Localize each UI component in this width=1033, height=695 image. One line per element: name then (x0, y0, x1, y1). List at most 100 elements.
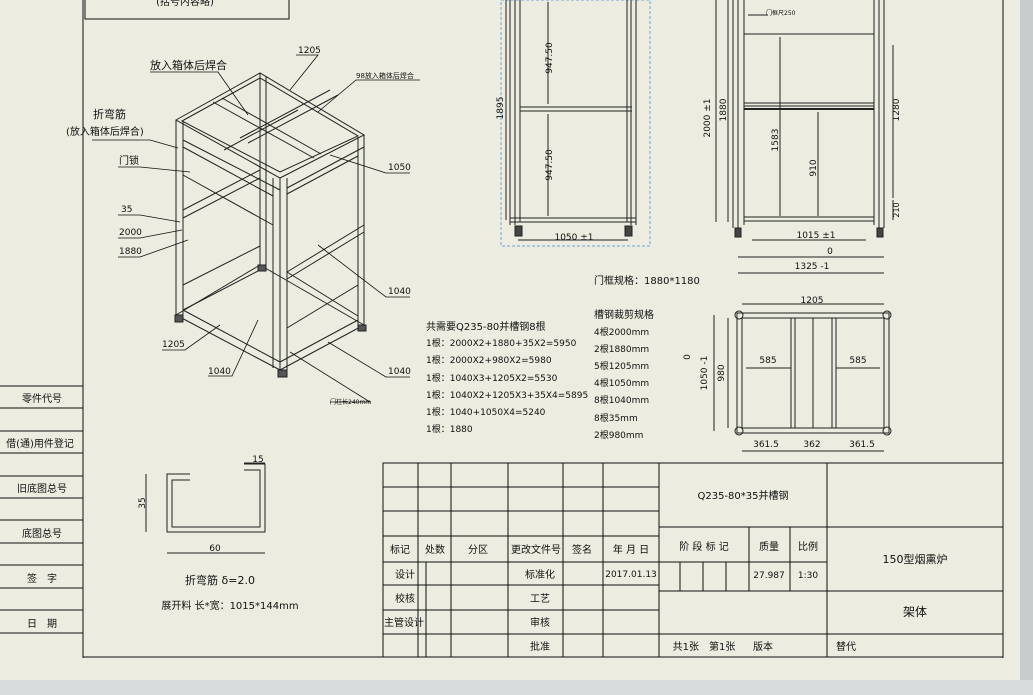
tb-stage: 阶 段 标 记 (679, 540, 729, 553)
side-dim-2000: 2000 ±1 (703, 98, 713, 137)
side-dim-1015: 1015 ±1 (796, 231, 835, 241)
cutlist-line-5: 8根1040mm (594, 394, 649, 406)
cutlist-line-1: 4根2000mm (594, 326, 649, 338)
front-dim-1050: 1050 ±1 (554, 233, 593, 243)
tb-h-sign: 签名 (572, 543, 592, 556)
tb-r-process: 工艺 (530, 593, 550, 605)
isometric-frame (174, 72, 367, 378)
front-dim-947-b: 947.50 (545, 149, 555, 181)
strip-borrow: 借(通)用件登记 (6, 437, 74, 450)
profile-dim-35: 35 (138, 497, 148, 508)
strip-old-base: 旧底图总号 (17, 482, 67, 495)
tb-weight-h: 质量 (759, 541, 779, 553)
iso-label-weld-top: 放入箱体后焊合 (150, 58, 227, 72)
tb-scale-h: 比例 (798, 540, 818, 553)
top-note-box: (括号内容略) (84, 0, 290, 20)
tb-sheets: 共1张 第1张 (673, 640, 736, 653)
top-dim-585-b: 585 (849, 356, 866, 366)
top-dim-361-b: 361.5 (849, 440, 875, 450)
iso-label-1040-c: 1040 (388, 367, 411, 377)
bent-profile: 15 35 60 折弯筋 δ=2.0 展开料 长*宽：1015*144mm (138, 455, 299, 612)
top-dim-0: 0 (683, 354, 693, 360)
iso-label-bend: 折弯筋 (93, 107, 126, 121)
tb-h-mark: 标记 (390, 544, 410, 556)
tb-h-zone: 分区 (468, 544, 488, 556)
iso-leaders (92, 54, 420, 403)
materials-title: 共需要Q235-80并槽钢8根 (426, 320, 546, 333)
side-dim-210: 210 (892, 202, 901, 217)
side-note-top: 门框尺250 (766, 9, 796, 17)
iso-label-1040-b: 1040 (208, 367, 231, 377)
side-dim-1280: 1280 (892, 98, 902, 121)
materials-line-1: 1根：2000X2+1880+35X2=5950 (426, 337, 577, 349)
tb-r-approve: 批准 (530, 640, 550, 653)
cutlist-line-6: 8根35mm (594, 412, 638, 424)
front-dim-947-a: 947.50 (545, 42, 555, 74)
door-frame-spec: 门框规格：1880*1180 (594, 274, 700, 287)
tb-r-design: 设计 (395, 568, 415, 581)
strip-sign: 签 字 (27, 572, 57, 585)
iso-label-door-post: 门柱长240mm (330, 398, 371, 406)
tb-date: 2017.01.13 (605, 570, 657, 580)
iso-label-bend-sub: (放入箱体后焊合) (66, 125, 144, 138)
tb-scale: 1:30 (798, 571, 818, 581)
side-dim-1880: 1880 (719, 98, 729, 121)
side-view: 门框尺250 2000 ±1 1880 1583 910 1280 210 10… (703, 0, 902, 274)
iso-label-1040-a: 1040 (388, 287, 411, 297)
iso-label-1050: 1050 (388, 163, 411, 173)
iso-label-door-lock: 门锁 (119, 154, 139, 167)
side-dim-1583: 1583 (771, 129, 781, 152)
tb-r-standard: 标准化 (525, 568, 555, 581)
tb-h-docno: 更改文件号 (511, 543, 561, 556)
tb-part: 架体 (903, 605, 927, 619)
cutlist-line-2: 2根1880mm (594, 343, 649, 355)
tb-version: 版本 (753, 640, 773, 653)
top-dim-1205: 1205 (801, 296, 824, 306)
strip-date: 日 期 (27, 618, 57, 630)
iso-label-2000: 2000 (119, 228, 142, 238)
profile-dim-60: 60 (209, 544, 221, 554)
iso-label-1205-top: 1205 (298, 46, 321, 56)
materials-line-5: 1根：1040+1050X4=5240 (426, 406, 546, 418)
front-view: 947.50 947.50 1895 1050 ±1 (496, 0, 651, 247)
cutlist-line-7: 2根980mm (594, 429, 643, 441)
tb-r-review: 审核 (530, 616, 550, 629)
tb-r-check: 校核 (395, 592, 415, 605)
iso-label-35: 35 (121, 205, 132, 215)
top-dim-1050: 1050 -1 (700, 356, 710, 391)
top-dim-980: 980 (717, 364, 727, 381)
materials-line-4: 1根：1040X2+1205X3+35X4=5895 (426, 389, 588, 401)
side-dim-0: 0 (827, 247, 833, 257)
materials-line-3: 1根：1040X3+1205X2=5530 (426, 372, 558, 384)
top-view: 1205 585 585 980 1050 -1 0 361.5 362 361… (683, 296, 892, 452)
tb-h-date: 年 月 日 (613, 543, 649, 556)
top-dim-362: 362 (803, 440, 820, 450)
iso-label-1880: 1880 (119, 247, 142, 257)
tb-material: Q235-80*35并槽钢 (697, 489, 788, 502)
cutlist-line-3: 5根1205mm (594, 360, 649, 372)
top-note: (括号内容略) (156, 0, 214, 8)
left-strip (0, 385, 83, 634)
front-dim-1895: 1895 (496, 97, 506, 120)
materials-line-6: 1根：1880 (426, 423, 473, 435)
tb-replace: 替代 (836, 640, 856, 653)
profile-caption: 折弯筋 δ=2.0 (185, 573, 255, 587)
profile-dim-15: 15 (252, 455, 263, 465)
top-dim-585-a: 585 (759, 356, 776, 366)
top-dim-361-a: 361.5 (753, 440, 779, 450)
tb-weight: 27.987 (753, 571, 785, 581)
iso-label-98: 98放入箱体后焊合 (356, 71, 414, 80)
side-dim-1325: 1325 -1 (795, 262, 830, 272)
materials-line-2: 1根：2000X2+980X2=5980 (426, 354, 552, 366)
iso-label-1205-bottom: 1205 (162, 340, 185, 350)
cutlist-title: 槽钢裁剪规格 (594, 308, 654, 321)
cutlist-line-4: 4根1050mm (594, 377, 649, 389)
strip-base: 底图总号 (22, 527, 62, 540)
title-block (382, 462, 1004, 658)
profile-caption-2: 展开料 长*宽：1015*144mm (161, 599, 298, 612)
strip-part-code: 零件代号 (22, 393, 62, 405)
tb-h-count: 处数 (425, 543, 445, 556)
tb-r-chief: 主管设计 (384, 616, 424, 629)
side-dim-910: 910 (809, 159, 819, 176)
